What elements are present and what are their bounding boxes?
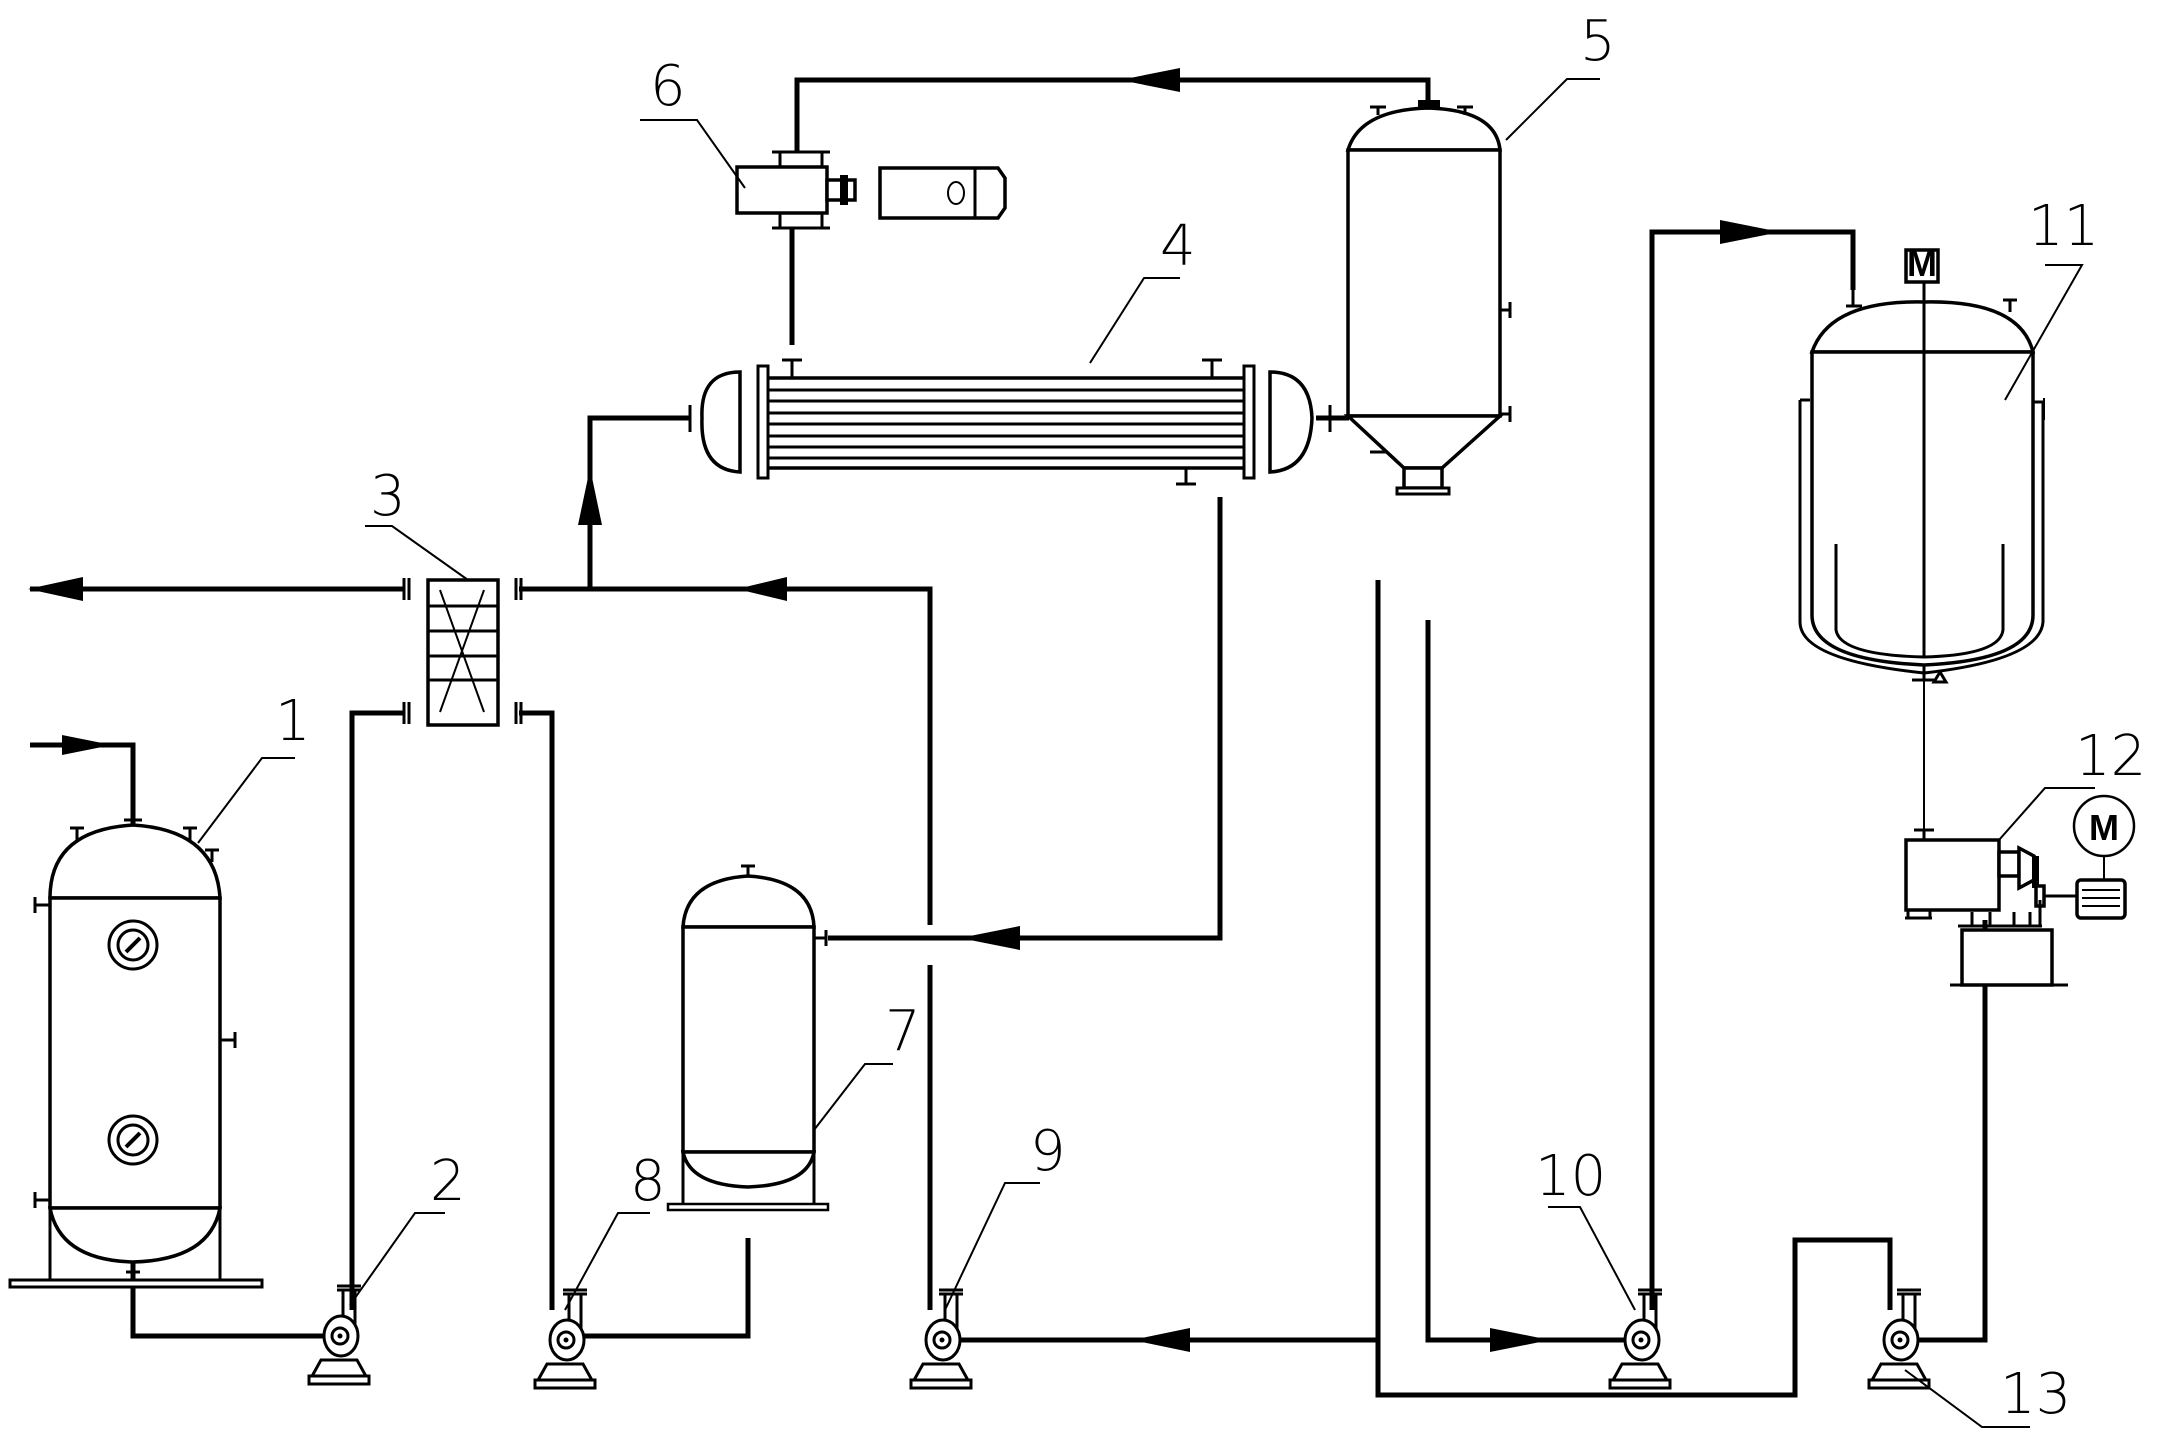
pipe-hx3-hx4 [587,415,690,589]
pipe-pump2-hx3 [349,710,403,1310]
separator-vessel-5[interactable] [1343,100,1512,496]
storage-tank-1[interactable] [8,818,264,1289]
receiver-tank-7[interactable] [666,864,830,1212]
arrow-condensate-left-icon [960,926,1020,950]
flow-arrows [28,68,1780,1352]
pipelines [30,77,1988,1398]
shell-tube-heat-exchanger-4[interactable] [688,358,1332,486]
pipe-hx3-pump8 [519,710,555,1310]
manhole-icon [107,1114,159,1166]
pipe-column-pump10 [1425,620,1625,1343]
motor-driven-unit-12[interactable]: M [1904,794,2136,987]
pipe-vacpump-column [794,77,1431,152]
label-9: 9 [1030,1119,1066,1184]
label-5: 5 [1580,9,1616,74]
pipe-pump8-tank7 [578,1238,751,1339]
equipment-labels: 1 2 3 4 5 6 7 8 9 10 11 12 13 [275,9,2146,1427]
centrifugal-pump-13[interactable] [1867,1288,1931,1390]
label-12: 12 [2075,724,2146,789]
pipe-hx4-tank7 [828,497,1223,941]
agitator-motor-label: M [1907,243,1937,284]
pipe-column-loop [1375,580,1893,1398]
pipe-feed-tank1 [30,742,136,828]
arrow-outlet-left-icon [28,577,83,601]
arrow-feed-right-icon [62,735,112,755]
label-7: 7 [885,999,921,1064]
centrifugal-pump-2[interactable] [307,1284,371,1386]
label-1: 1 [275,689,311,754]
pipe-unit12-pump13 [1912,920,1988,1343]
vacuum-pump-6[interactable] [735,150,1007,230]
pipe-return-hx3 [519,586,933,925]
jacketed-reactor-11[interactable]: M [1798,243,2045,684]
arrow-up-hx4-icon [578,468,602,525]
label-3: 3 [370,464,406,529]
manhole-icon [107,919,159,971]
plate-heat-exchanger-3[interactable] [402,578,523,727]
arrow-pump9-left-icon [1132,1328,1190,1352]
unit12-motor-label: M [2089,807,2119,848]
label-10: 10 [1535,1144,1606,1209]
centrifugal-pump-10[interactable] [1608,1288,1672,1390]
label-4: 4 [1160,214,1196,279]
centrifugal-pump-8[interactable] [533,1288,597,1390]
centrifugal-pump-9[interactable] [909,1288,973,1390]
pumps [307,1284,1931,1390]
arrow-pump10-right-icon [1490,1328,1550,1352]
arrow-return-left-icon [737,577,787,601]
label-8: 8 [630,1149,666,1214]
arrow-vapor-left-icon [1120,68,1180,92]
leader-lines [197,78,2095,1428]
pipe-tank1-pump2 [130,1248,330,1339]
label-6: 6 [650,54,686,119]
arrow-reactor-right-icon [1720,220,1780,244]
label-2: 2 [430,1149,466,1214]
label-11: 11 [2028,194,2099,259]
label-13: 13 [2000,1362,2071,1427]
